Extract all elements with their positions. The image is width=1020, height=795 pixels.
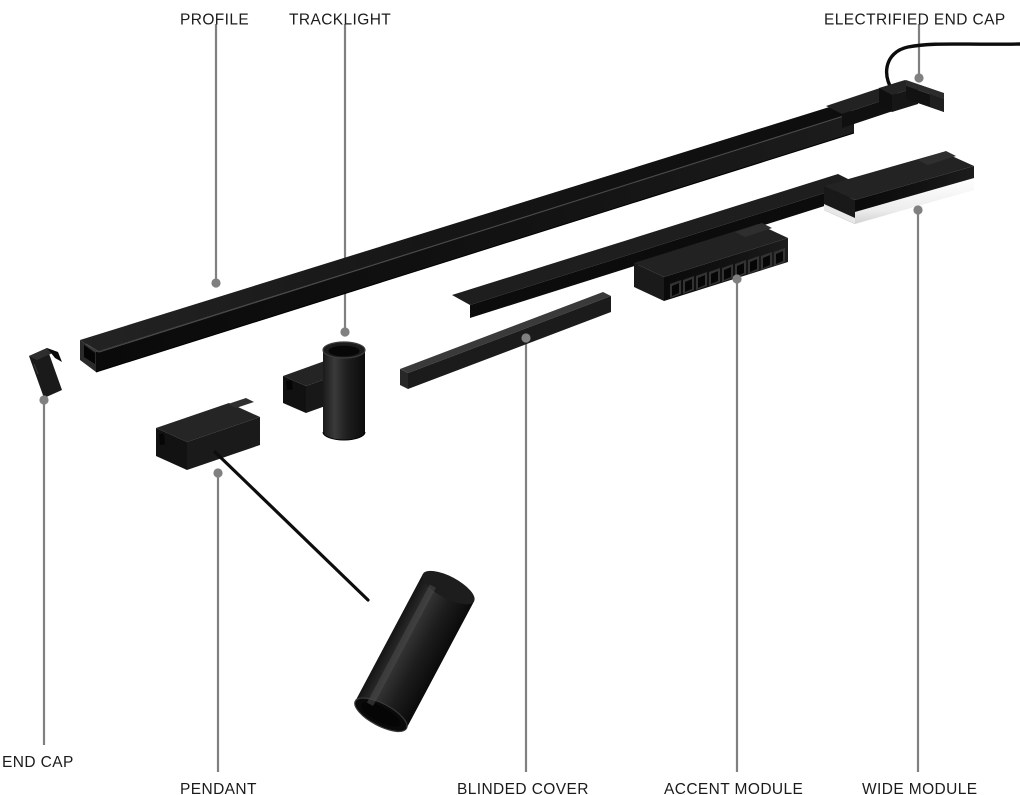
accent-module-mount-tab: [735, 223, 772, 237]
pendant-housing-side: [187, 417, 260, 470]
label-end-cap: END CAP: [2, 754, 74, 771]
component-labels: PROFILE TRACKLIGHT ELECTRIFIED END CAP E…: [2, 11, 1006, 795]
label-wide-module: WIDE MODULE: [862, 781, 978, 795]
accent-lens-pupil: [685, 279, 692, 292]
accent-lens-pupil: [763, 255, 770, 268]
end-cap-plate-edge: [33, 363, 39, 375]
component-wide-module[interactable]: [824, 151, 974, 224]
component-electrified-end-cap[interactable]: [879, 42, 1020, 112]
leader-dot-end-cap: [39, 395, 49, 405]
leader-dot-pendant: [213, 468, 223, 478]
end-cap-plate-top: [29, 348, 55, 360]
leader-lines: [42, 24, 921, 772]
component-profile[interactable]: [80, 104, 855, 373]
end-cap-right-arm-end: [930, 94, 944, 112]
accent-module-top-face: [634, 224, 788, 277]
tracklight-cylinder-body: [323, 350, 365, 440]
wide-module-top-face: [824, 152, 974, 200]
accent-lens-pupil: [737, 263, 744, 276]
label-accent-module: ACCENT MODULE: [664, 781, 803, 795]
profile-front-face: [96, 113, 854, 372]
profile-channel-recess: [84, 345, 95, 364]
component-secondary-rail[interactable]: [452, 174, 856, 318]
profile-bottom-edge: [95, 132, 855, 373]
pendant-housing-top: [156, 403, 260, 442]
leader-dot-tracklight: [340, 327, 350, 337]
pendant-tube-inner-aperture: [361, 702, 401, 728]
end-cap-right-arm-top: [906, 80, 944, 99]
wide-module-left-end-diffuser: [824, 204, 855, 224]
accent-module-left-end: [634, 263, 664, 301]
wide-module-mount-tab: [918, 151, 956, 165]
component-tracklight[interactable]: [283, 341, 366, 441]
tracklight-top-aperture: [328, 345, 360, 357]
label-profile: PROFILE: [180, 11, 249, 28]
upper-rail-top-face: [826, 88, 896, 114]
pendant-suspension-cable: [213, 450, 370, 602]
pendant-tube-highlight: [366, 584, 436, 707]
leader-dots: [39, 73, 924, 478]
leader-dot-wide-module: [913, 205, 923, 215]
accent-module-lens-array: [670, 248, 785, 298]
pendant-contact-pin: [158, 433, 165, 445]
power-cable: [884, 42, 1020, 98]
blinded-cover-front-face: [408, 296, 611, 389]
tracklight-bottom-edge: [322, 431, 366, 441]
label-electrified-end-cap: ELECTRIFIED END CAP: [824, 11, 1006, 28]
component-accent-module[interactable]: [634, 223, 788, 301]
tracklight-base-contact: [285, 380, 293, 390]
component-end-cap[interactable]: [29, 348, 62, 398]
pendant-tube-body: [354, 573, 475, 732]
accent-lens-pupil: [672, 283, 679, 296]
leader-dot-blinded-cover: [521, 333, 531, 343]
blinded-cover-left-end: [400, 369, 408, 389]
accent-lens-pupil: [724, 267, 731, 280]
leader-dot-accent-module: [732, 274, 742, 284]
accent-lens-pupil: [776, 251, 783, 264]
label-tracklight: TRACKLIGHT: [289, 11, 391, 28]
accent-lens-pupil: [750, 259, 757, 272]
label-blinded-cover: BLINDED COVER: [457, 781, 589, 795]
profile-top-face: [80, 104, 854, 352]
blinded-cover-top-face: [400, 292, 611, 373]
leader-dot-profile: [211, 278, 221, 288]
secondary-rail-top-face: [452, 174, 856, 305]
pendant-tube-top-cap: [422, 570, 475, 605]
component-blinded-cover[interactable]: [400, 292, 611, 389]
pendant-housing-notch: [228, 398, 254, 408]
pendant-tube: [354, 570, 475, 733]
end-cap-plate-notch: [47, 348, 62, 362]
end-cap-left-wing-face: [879, 88, 892, 112]
profile-channel-edge: [85, 113, 851, 353]
secondary-rail-front-face: [470, 183, 856, 318]
wide-module-diffuser: [855, 178, 974, 224]
label-pendant: PENDANT: [180, 781, 257, 795]
accent-lens-pupil: [711, 271, 718, 284]
component-pendant[interactable]: [156, 398, 479, 738]
end-cap-plate-face: [29, 348, 62, 398]
leader-dot-electrified-end-cap: [914, 73, 924, 83]
accent-lens-pupil: [698, 275, 705, 288]
